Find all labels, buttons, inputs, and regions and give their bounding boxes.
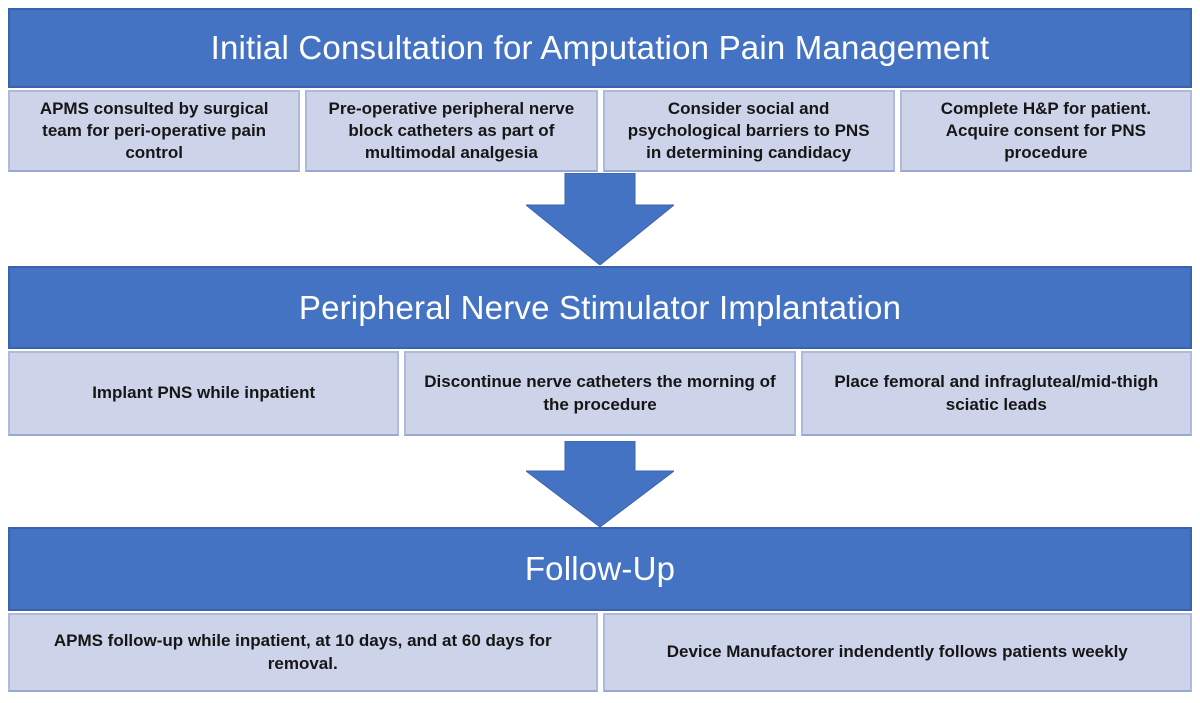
step-text: APMS follow-up while inpatient, at 10 da… bbox=[53, 631, 552, 673]
stage-3-steps: APMS follow-up while inpatient, at 10 da… bbox=[8, 613, 1192, 692]
connector-arrow-1 bbox=[8, 172, 1192, 266]
down-arrow-icon bbox=[526, 440, 674, 527]
step-box: Place femoral and infragluteal/mid-thigh… bbox=[800, 351, 1192, 436]
connector-arrow-2 bbox=[8, 436, 1192, 527]
step-text: Discontinue nerve catheters the morning … bbox=[424, 372, 776, 414]
step-box: Complete H&P for patient. Acquire consen… bbox=[899, 90, 1192, 172]
step-box: Consider social and psychological barrie… bbox=[602, 90, 895, 172]
stage-1-header: Initial Consultation for Amputation Pain… bbox=[8, 8, 1192, 88]
stage-2-steps: Implant PNS while inpatient Discontinue … bbox=[8, 351, 1192, 436]
step-text: Implant PNS while inpatient bbox=[92, 383, 316, 403]
step-box: Pre-operative peripheral nerve block cat… bbox=[305, 90, 598, 172]
step-box: Implant PNS while inpatient bbox=[8, 351, 400, 436]
stage-3-header: Follow-Up bbox=[8, 527, 1192, 611]
step-text: Complete H&P for patient. Acquire consen… bbox=[940, 98, 1152, 163]
step-box: Device Manufactorer indendently follows … bbox=[602, 613, 1192, 692]
step-text: Pre-operative peripheral nerve block cat… bbox=[328, 98, 575, 163]
step-text: APMS consulted by surgical team for peri… bbox=[39, 98, 269, 163]
stage-3-title: Follow-Up bbox=[524, 550, 676, 587]
stage-1-steps: APMS consulted by surgical team for peri… bbox=[8, 90, 1192, 172]
step-text: Place femoral and infragluteal/mid-thigh… bbox=[834, 372, 1159, 414]
stage-2-header: Peripheral Nerve Stimulator Implantation bbox=[8, 266, 1192, 349]
step-box: APMS follow-up while inpatient, at 10 da… bbox=[8, 613, 598, 692]
stage-1-title: Initial Consultation for Amputation Pain… bbox=[210, 29, 990, 66]
step-text: Device Manufactorer indendently follows … bbox=[666, 642, 1128, 662]
down-arrow-icon bbox=[526, 173, 674, 265]
step-box: Discontinue nerve catheters the morning … bbox=[404, 351, 796, 436]
step-text: Consider social and psychological barrie… bbox=[627, 98, 870, 163]
stage-2-title: Peripheral Nerve Stimulator Implantation bbox=[298, 288, 902, 326]
step-box: APMS consulted by surgical team for peri… bbox=[8, 90, 301, 172]
